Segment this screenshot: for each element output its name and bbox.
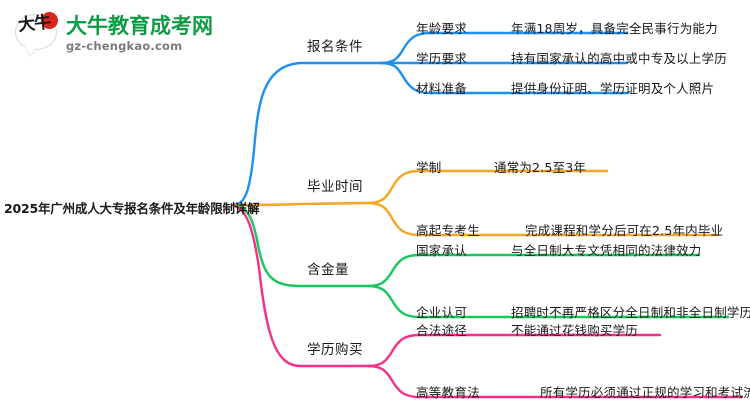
leaf-desc-hefatujing: 不能通过花钱购买学历 — [511, 323, 639, 338]
leaf-desc-xueliyaoqiu: 持有国家承认的高中或中专及以上学历 — [511, 51, 727, 66]
leaf-label-xuezhi[interactable]: 学制 — [416, 160, 442, 175]
leaf-label-qiyerenke[interactable]: 企业认可 — [416, 305, 468, 320]
leaf-desc-qiyerenke: 招聘时不再严格区分全日制和非全日制学历 — [511, 305, 750, 320]
leaf-desc-gaoqizhuankaosheng: 完成课程和学分后可在2.5年内毕业 — [525, 223, 724, 238]
logo-subtitle: gz-chengkao.com — [66, 38, 183, 53]
branch-label-biyeshijian[interactable]: 毕业时间 — [307, 179, 363, 195]
leaf-desc-guojiachengren: 与全日制大专文凭相同的法律效力 — [511, 243, 702, 258]
leaf-label-nianlingyaoqiu[interactable]: 年龄要求 — [416, 21, 468, 36]
leaf-desc-nianlingyaoqiu: 年满18周岁，具备完全民事行为能力 — [511, 21, 718, 36]
leaf-label-gaodengjiaoyufa[interactable]: 高等教育法 — [416, 385, 481, 400]
logo-bubble-icon: 大牛 — [14, 12, 60, 56]
leaf-desc-cailiaozhunbei: 提供身份证明、学历证明及个人照片 — [511, 81, 715, 96]
leaf-desc-xuezhi: 通常为2.5至3年 — [494, 160, 587, 175]
mindmap-root-node[interactable]: 2025年广州成人大专报名条件及年龄限制详解 — [4, 201, 260, 216]
leaf-label-gaoqizhuankaosheng[interactable]: 高起专考生 — [416, 223, 481, 238]
site-logo: 大牛 大牛教育成考网 gz-chengkao.com — [14, 8, 244, 60]
leaf-label-xueliyaoqiu[interactable]: 学历要求 — [416, 51, 468, 66]
branch-label-xueligoumai[interactable]: 学历购买 — [307, 342, 363, 358]
logo-mark-text: 大牛 — [17, 12, 52, 36]
leaf-label-cailiaozhunbei[interactable]: 材料准备 — [416, 81, 468, 96]
branch-label-baomingtiaojian[interactable]: 报名条件 — [307, 39, 363, 55]
leaf-label-hefatujing[interactable]: 合法途径 — [416, 323, 468, 338]
leaf-desc-gaodengjiaoyufa: 所有学历必须通过正规的学习和考试流程获得 — [540, 385, 750, 400]
logo-title: 大牛教育成考网 — [66, 13, 213, 38]
branch-label-hanjinliang[interactable]: 含金量 — [307, 262, 349, 278]
leaf-label-guojiachengren[interactable]: 国家承认 — [416, 243, 468, 258]
